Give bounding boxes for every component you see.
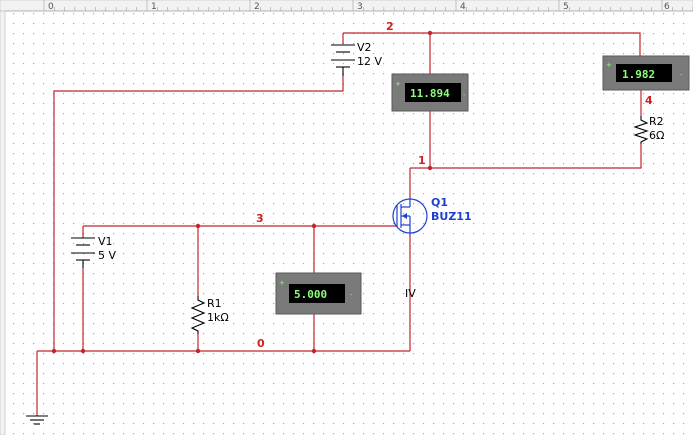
probe-label: IV: [405, 287, 416, 300]
svg-text:+: +: [279, 279, 285, 287]
r1-name: R1: [207, 297, 222, 310]
junction-dot: [195, 223, 201, 229]
grid-background: [6, 12, 693, 435]
ruler-mark-2: 2: [254, 2, 260, 12]
svg-text:-: -: [463, 91, 466, 99]
q1-name: Q1: [431, 196, 448, 209]
node-label-4: 4: [645, 94, 653, 107]
ruler-mark-1: 1: [151, 2, 157, 12]
svg-text:+: +: [606, 61, 612, 69]
meter2-reading: 1.982: [622, 68, 655, 81]
q1-model: BUZ11: [431, 210, 472, 223]
node-label-0: 0: [257, 337, 265, 350]
ruler-mark-4: 4: [460, 2, 466, 12]
v2-value: 12 V: [357, 55, 382, 68]
battery-v1[interactable]: V1 5 V: [71, 235, 116, 268]
r1-value: 1kΩ: [207, 311, 229, 324]
left-ruler: [0, 10, 6, 435]
ruler-mark-6: 6: [664, 2, 670, 12]
junction-dot: [51, 348, 57, 354]
mosfet-q1[interactable]: Q1 BUZ11: [392, 196, 472, 236]
junction-dot: [427, 165, 433, 171]
v2-name: V2: [357, 41, 372, 54]
resistor-r2[interactable]: R2 6Ω: [633, 115, 664, 144]
ruler-mark-3: 3: [357, 2, 363, 12]
wires: [36, 32, 642, 416]
junction-dot: [80, 348, 86, 354]
v1-value: 5 V: [98, 249, 116, 262]
junction-dot: [427, 30, 433, 36]
svg-text:+: +: [395, 80, 401, 88]
junction-dot: [311, 223, 317, 229]
meter1-reading: 11.894: [410, 87, 450, 100]
node-label-1: 1: [418, 154, 426, 167]
meter3-reading: 5.000: [294, 288, 327, 301]
ruler-mark-0: 0: [48, 2, 54, 12]
resistor-r1[interactable]: R1 1kΩ: [190, 296, 229, 334]
v1-name: V1: [98, 235, 113, 248]
junction-dot: [195, 348, 201, 354]
ground-icon[interactable]: [26, 415, 48, 425]
r2-name: R2: [649, 115, 664, 128]
top-ruler: 0 1 2 3 4 5 6: [0, 0, 693, 12]
svg-text:-: -: [680, 71, 683, 79]
wire-node2-top[interactable]: [343, 32, 641, 56]
wire-v2-bottom[interactable]: [53, 76, 344, 351]
voltmeter-1[interactable]: 11.894 + -: [391, 73, 469, 112]
node-label-2: 2: [386, 20, 394, 33]
wire-node1[interactable]: [410, 144, 642, 169]
node-label-3: 3: [256, 212, 264, 225]
r2-value: 6Ω: [649, 129, 664, 142]
junction-dot: [311, 348, 317, 354]
junctions: [51, 30, 433, 354]
svg-text:-: -: [350, 291, 353, 299]
voltmeter-2[interactable]: 1.982 + -: [602, 55, 690, 91]
ruler-mark-5: 5: [563, 2, 569, 12]
voltmeter-3[interactable]: 5.000 + -: [275, 272, 362, 315]
battery-v2[interactable]: V2 12 V: [331, 41, 382, 76]
